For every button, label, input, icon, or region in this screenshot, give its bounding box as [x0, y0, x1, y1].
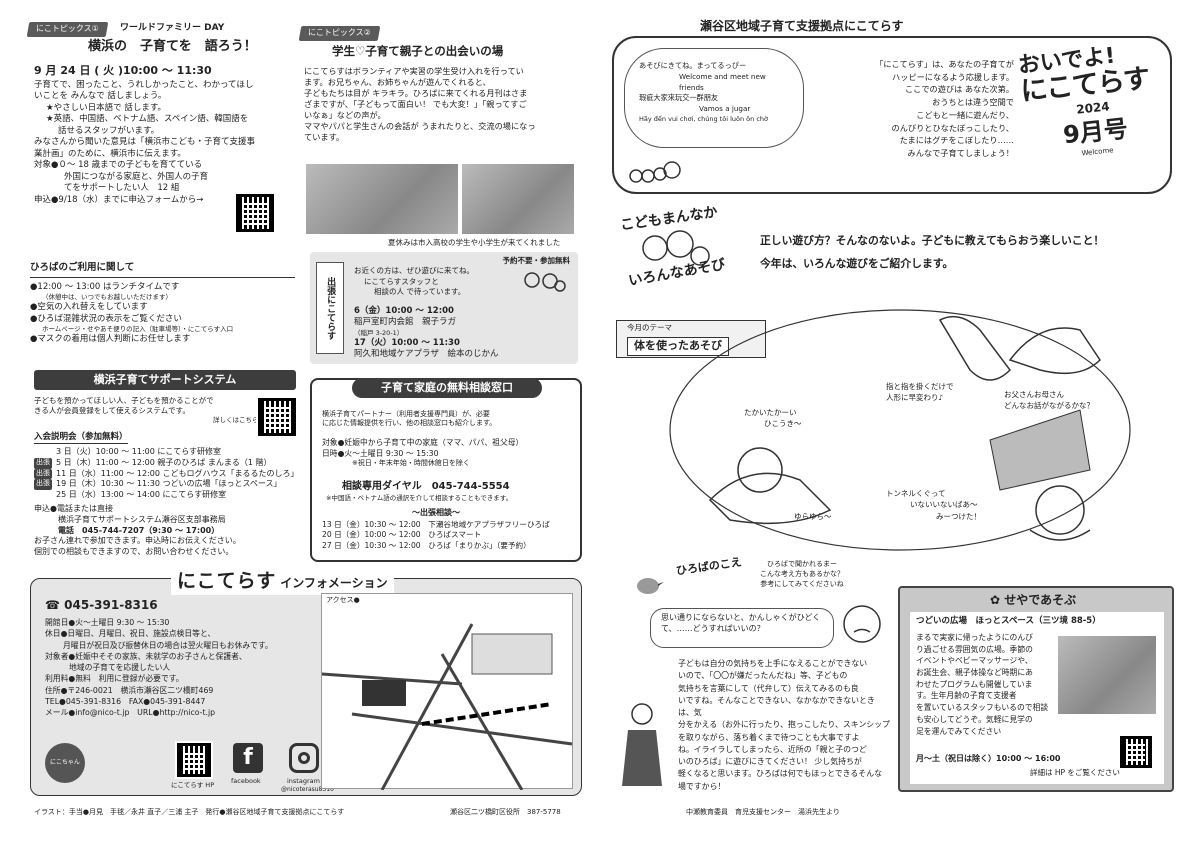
consult-desc: 横浜子育てパートナー（利用者支援専門員）が、必要に応じた情報提供を行い、他の相談…	[322, 410, 497, 428]
students-photo-1	[306, 164, 458, 234]
kodomo-lead: 正しい遊び方？そんなのないよ。子どもに教えてもらおう楽しいこと！今年は、いろんな…	[760, 234, 1105, 270]
outreach-side-label: 出張にこてらす	[316, 262, 344, 354]
seya-card: つどいの広場 ほっとスペース（三ツ境 88-5） まるで実家に帰ったようにのんび…	[910, 612, 1164, 784]
seya-body: まるで実家に帰ったようにのんびり過ごせる雰囲気の広場。季節のイベントやベビーマッ…	[916, 633, 1049, 736]
outreach-intro: お近くの方は、ぜひ遊びに来てね。にこてらすスタッフと相談の人 で待っています。	[354, 266, 474, 296]
topic2-caption: 夏休みは市入高校の学生や小学生が来てくれました	[388, 238, 561, 247]
voice-sign: 中瀬教育委員 育児支援センター 湯浜先生より	[686, 808, 840, 816]
topic2-tag: にこトピックス②	[298, 26, 381, 41]
bubble-1: たかいたかーいひこうき～	[744, 408, 802, 428]
instagram-label: instagram	[287, 777, 320, 785]
seya-board: ✿ せやであそぶ つどいの広場 ほっとスペース（三ツ境 88-5） まるで実家に…	[898, 586, 1174, 792]
bubble-3: 指と指を掛くだけで人形に早変わり♪	[886, 382, 954, 402]
support-intro: 子どもを預かってほしい人、子どもを預かることができる人が会員登録をして使えるシス…	[34, 396, 264, 425]
support-foot: 申込●電話または直接横浜子育てサポートシステム瀬谷区支部事務局 電話 045-7…	[34, 504, 241, 557]
topic2-title: 学生♡子育て親子との出会いの場	[332, 44, 504, 58]
topic1-body: 子育てで、困ったこと、うれしかったこと、わかってほしいことを みんなで 話しまし…	[34, 80, 256, 205]
phone-icon: ☎	[45, 598, 60, 612]
masthead-intro: 「にこてらす」は、あなたの子育てがハッピーになるよう応援します。ここでの遊びは …	[875, 59, 1014, 158]
facebook-label: facebook	[231, 777, 261, 785]
info-phone[interactable]: ☎ 045-391-8316	[45, 598, 158, 612]
outreach-box: 出張にこてらす 予約不要・参加無料 お近くの方は、ぜひ遊びに来てね。にこてらすス…	[310, 252, 578, 364]
info-logo: にこてらす	[177, 570, 277, 592]
consult-box: 子育て家庭の無料相談窓口 横浜子育てパートナー（利用者支援専門員）が、必要に応じ…	[310, 378, 582, 562]
theme-box: 今月のテーマ 体を使ったあそび	[616, 320, 766, 358]
play-illustrations	[669, 309, 1131, 551]
consult-note: ※中国語・ベトナム語の通訳を介して相談することもできます。	[326, 494, 513, 502]
students-photo-2	[462, 164, 574, 234]
support-sub: 入会説明会（参加無料）	[34, 432, 128, 445]
voice-question: 思い通りにならないと、かんしゃくがひどくて、……どうすればいいの？	[650, 608, 834, 648]
hp-qr[interactable]	[175, 741, 213, 779]
voice-bubble: ひろばで聞かれるまーこんな考え方もあるかな？参考にしてみてくださいね	[760, 560, 844, 588]
topic1-date: 9 月 24 日 ( 火 )10:00 ～ 11:30	[34, 64, 212, 77]
info-title: インフォメーション	[280, 576, 388, 590]
bubble-2: ゆらゆら～	[794, 512, 832, 521]
consult-title: 子育て家庭の無料相談窓口	[352, 378, 542, 398]
hiroba-list: ●12:00 ～ 13:00 はランチタイムです（休憩中は、いつでもお越しいただ…	[30, 282, 234, 344]
topic1-tag: にこトピックス①	[26, 22, 109, 37]
facebook-icon[interactable]: f	[233, 743, 263, 773]
credit-2: 瀬谷区二ツ橋町区役所 387-5778	[450, 808, 561, 816]
bubble-4: お父さんお母さんどんなお話がながるかな？	[1004, 390, 1094, 410]
masthead-org: 瀬谷区地域子育て支援拠点にこてらす	[700, 19, 904, 33]
topic2-body: にこてらすはボランティアや実習の学生受け入れを行っています。お兄ちゃん、お姉ちゃ…	[304, 66, 536, 143]
info-box: にこてらす インフォメーション ☎ 045-391-8316 開館日●火～土曜日…	[30, 569, 582, 796]
topic1-title: 横浜の 子育てを 語ろう！	[88, 39, 257, 54]
kids-faces	[640, 228, 710, 268]
seya-hours: 月～土（祝日は除く）10:00 ～ 16:00	[916, 754, 1061, 763]
rabbit-icon: ✿	[990, 593, 1005, 607]
instagram-id: @nicoterasu8316	[281, 786, 334, 793]
topic1-kicker: ワールドファミリー DAY	[120, 23, 225, 33]
voice-body: 子どもは自分の気持ちを上手になえることができないいので、「〇〇が嫌だったんだね」…	[678, 659, 890, 791]
worried-face	[840, 600, 884, 648]
support-qr[interactable]	[256, 396, 298, 438]
seya-title: ✿ せやであそぶ	[990, 593, 1077, 607]
character-logo: にこちゃん	[45, 743, 85, 783]
credit: イラスト：手当●月見 手毬／永井 直子／三浦 主子 発行●瀬谷区地域子育て支援拠…	[34, 808, 345, 816]
topic1-qr[interactable]	[234, 192, 276, 234]
masthead-title: おいでよ! にこてらす 2024 9月号 Welcome	[1016, 43, 1151, 158]
consult-out-title: ～出張相談～	[412, 508, 460, 517]
caterpillar-icon	[629, 161, 681, 183]
hiroba-title: ひろばのご利用に関して	[30, 262, 295, 278]
building-photo	[1058, 636, 1156, 714]
consult-time: 対象●妊娠中から子育て中の家庭（ママ、パパ、祖父母）日時●火～土曜日 9:30 …	[322, 438, 524, 468]
support-title: 横浜子育てサポートシステム	[34, 370, 296, 390]
consult-dial[interactable]: 相談専用ダイヤル 045-744-5554	[342, 481, 510, 492]
seya-qr[interactable]	[1118, 734, 1154, 770]
seya-place: つどいの広場 ほっとスペース（三ツ境 88-5）	[916, 616, 1101, 626]
instagram-icon[interactable]	[289, 743, 319, 773]
teacher-illustration	[620, 700, 664, 790]
seya-more: 詳細は HP をご覧ください	[1030, 768, 1120, 777]
hp-label: にこてらす HP	[171, 781, 215, 789]
bird-icon	[634, 572, 664, 596]
outreach-heading: 予約不要・参加無料	[502, 256, 571, 265]
kids-illustration	[522, 270, 566, 298]
bubble-5: トンネルくぐっていないいないばあ～みーつけた！	[886, 489, 981, 521]
access-map: アクセス●	[321, 593, 573, 790]
info-header: にこてらす インフォメーション	[171, 569, 394, 595]
